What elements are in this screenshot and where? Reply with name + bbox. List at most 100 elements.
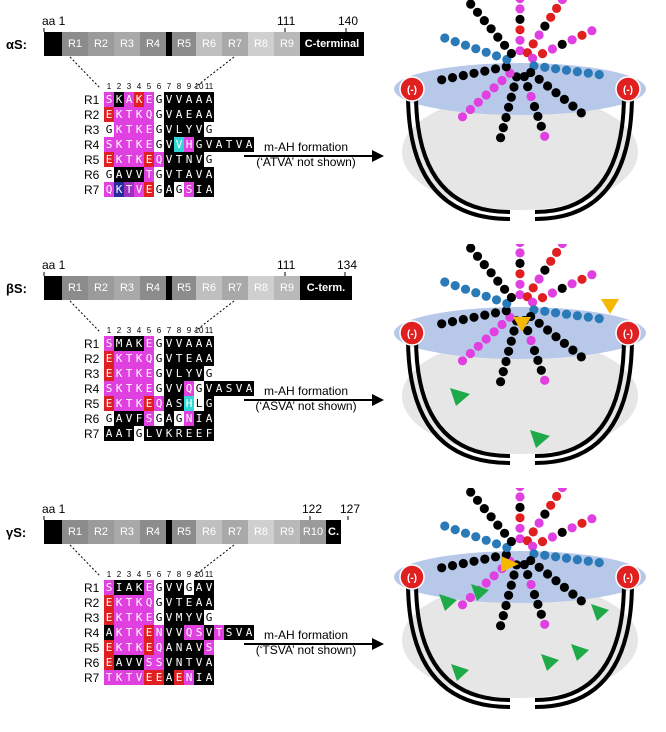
wheel-residue: [568, 589, 578, 599]
residue-cell: G: [194, 137, 204, 152]
wheel-residue: [486, 24, 496, 34]
repeat-label: R5: [84, 396, 100, 411]
wheel-residue: [497, 75, 507, 86]
residue-cell: T: [104, 670, 114, 685]
residue-cell: A: [194, 336, 204, 351]
wheel-residue: [559, 582, 570, 592]
charge-label: (-): [623, 329, 633, 340]
wheel-residue: [460, 284, 471, 294]
wheel-residue: [515, 46, 525, 56]
position-number: 7: [166, 82, 172, 91]
wheel-residue: [515, 488, 525, 492]
residue-cell: E: [144, 610, 154, 625]
residue-cell: V: [194, 152, 204, 167]
residue-cell: Q: [154, 396, 164, 411]
residue-cell: E: [144, 336, 154, 351]
zoom-line: [193, 56, 235, 89]
wheel-residue: [583, 68, 593, 78]
wheel-residue: [472, 495, 483, 505]
repeat-label: R7: [84, 426, 100, 441]
wheel-residue: [481, 334, 491, 344]
repeat-segment: R4: [140, 520, 166, 544]
wheel-residue: [465, 348, 475, 359]
residue-cell: G: [204, 396, 214, 411]
wheel-residue: [557, 39, 567, 50]
bilayer-arc: [406, 581, 511, 709]
residue-cell: Q: [154, 152, 164, 167]
wheel-residue: [576, 596, 586, 606]
arrow-caption: m-AH formation(‘ATVA’ not shown): [236, 140, 376, 170]
residue-cell: V: [194, 655, 204, 670]
residue-cell: E: [184, 107, 194, 122]
wheel-residue: [490, 308, 501, 318]
residue-cell: V: [164, 122, 174, 137]
residue-cell: V: [204, 580, 214, 595]
residue-cell: E: [144, 640, 154, 655]
residue-cell: K: [134, 137, 144, 152]
wheel-residue: [528, 283, 538, 293]
wheel-residue: [561, 65, 572, 75]
residue-cell: K: [134, 107, 144, 122]
arrow-note: (‘TSVA’ not shown): [255, 643, 357, 657]
residue-cell: G: [204, 122, 214, 137]
residue-cell: V: [194, 610, 204, 625]
residue-cell: A: [114, 411, 124, 426]
formation-arrowhead: [372, 638, 384, 650]
residue-cell: V: [174, 92, 184, 107]
residue-cell: A: [124, 580, 134, 595]
wheel-residue: [540, 509, 550, 519]
residue-cell: A: [104, 426, 114, 441]
residue-cell: T: [124, 122, 134, 137]
residue-cell: S: [184, 182, 194, 197]
residue-cell: A: [204, 655, 214, 670]
residue-cell: V: [134, 167, 144, 182]
residue-cell: E: [144, 366, 154, 381]
residue-cell: V: [164, 351, 174, 366]
residue-cell: A: [204, 167, 214, 182]
residue-cell: S: [104, 92, 114, 107]
wheel-residue: [537, 293, 548, 303]
wheel-residue: [491, 295, 502, 305]
residue-cell: G: [154, 167, 164, 182]
residue-cell: K: [114, 396, 124, 411]
residue-cell: A: [104, 625, 114, 640]
repeat-segment: R6: [196, 520, 222, 544]
residue-cell: A: [244, 137, 254, 152]
residue-cell: T: [174, 152, 184, 167]
zoom-line: [69, 300, 101, 333]
wheel-residue: [534, 518, 544, 528]
residue-cell: T: [184, 655, 194, 670]
wheel-residue: [504, 102, 514, 112]
residue-cell: K: [134, 336, 144, 351]
position-number: 2: [116, 82, 122, 91]
residue-cell: V: [164, 655, 174, 670]
wheel-residue: [528, 39, 538, 49]
residue-cell: V: [174, 580, 184, 595]
wheel-residue: [501, 306, 511, 316]
arrow-caption: m-AH formation(‘ASVA’ not shown): [236, 384, 376, 414]
wheel-residue: [547, 288, 558, 298]
bilayer-arc: [414, 581, 511, 702]
residue-cell: A: [184, 167, 194, 182]
residue-cell: S: [104, 381, 114, 396]
repeat-segment: R2: [88, 276, 114, 300]
repeat-segment: R1: [62, 276, 88, 300]
wheel-residue: [515, 244, 525, 248]
residue-cell: G: [204, 152, 214, 167]
arrow-note: (‘ATVA’ not shown): [256, 155, 356, 169]
position-number: 4: [136, 570, 142, 579]
residue-cell: G: [174, 182, 184, 197]
residue-cell: T: [124, 182, 134, 197]
residue-cell: A: [194, 580, 204, 595]
green-arrow: [450, 388, 470, 406]
residue-cell: T: [124, 381, 134, 396]
repeat-label: R6: [84, 411, 100, 426]
position-number: 8: [176, 326, 182, 335]
residue-cell: E: [184, 595, 194, 610]
